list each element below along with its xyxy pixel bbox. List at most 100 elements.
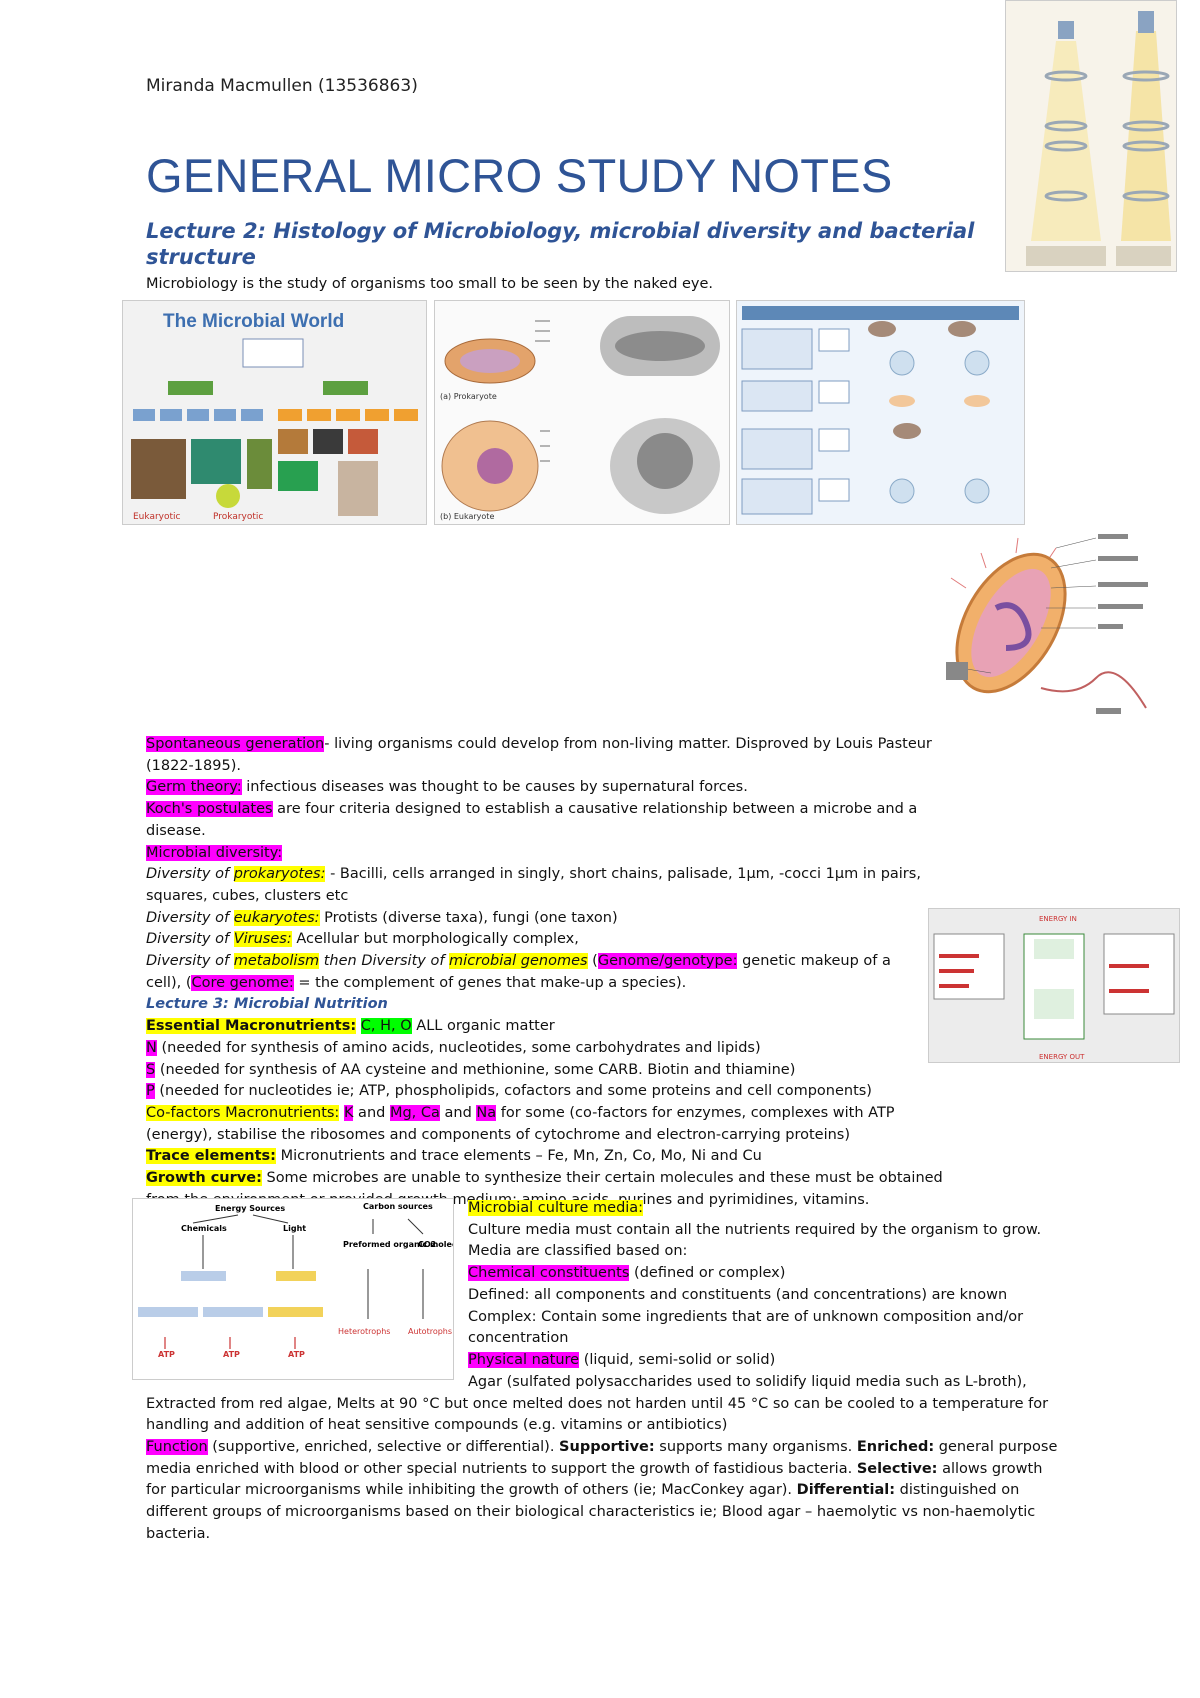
atp-label-2: ATP [223, 1350, 240, 1359]
function-note: Function (supportive, enriched, selectiv… [146, 1437, 1066, 1546]
lecture2-notes: Spontaneous generation- living organisms… [146, 734, 956, 1211]
energy-carbon-sources-image: Energy Sources Chemicals Light Carbon so… [132, 1198, 476, 1380]
energy-sources-label: Energy Sources [215, 1204, 285, 1213]
k-term: K [343, 1104, 354, 1121]
genotype-text: genetic makeup of a cell), ( [146, 953, 891, 991]
defined-note: Defined: all components and constituents… [468, 1286, 1008, 1303]
microscope-comparison-image [1005, 0, 1177, 272]
germ-theory-note: Germ theory: infectious diseases was tho… [146, 777, 956, 799]
function-term: Function [146, 1439, 208, 1455]
lecture2-heading: Lecture 2: Histology of Microbiology, mi… [146, 219, 975, 269]
prokaryotes-text: - Bacilli, cells arranged in singly, sho… [146, 866, 921, 904]
atp-label-1: ATP [158, 1350, 175, 1359]
cofactors-text: for some (co-factors for enzymes, comple… [146, 1104, 895, 1143]
chemicals-label: Chemicals [181, 1224, 227, 1233]
trace-text: Micronutrients and trace elements – Fe, … [275, 1148, 762, 1165]
atp-label-3: ATP [288, 1350, 305, 1359]
na-term: Na [476, 1104, 497, 1121]
light-label: Light [283, 1224, 306, 1233]
germ-theory-term: Germ theory: [146, 779, 242, 796]
viruses-note: Diversity of Viruses: Acellular but morp… [146, 929, 956, 951]
chemical-constituents-note: Chemical constituents (defined or comple… [468, 1263, 1068, 1285]
n-note: N (needed for synthesis of amino acids, … [146, 1038, 956, 1060]
viruses-pre: Diversity of [146, 931, 234, 948]
genomes-open: ( [587, 953, 598, 970]
supportive-term: Supportive: [559, 1439, 655, 1455]
spontaneous-generation-term: Spontaneous generation [146, 736, 325, 752]
label-eukaryotic: Eukaryotic [133, 512, 181, 522]
cofactors-note: Co-factors Macronutrients: K and Mg, Ca … [146, 1103, 956, 1146]
trace-term: Trace elements: [146, 1148, 276, 1165]
microbial-diversity-note: Microbial diversity: [146, 843, 956, 865]
cell-structure-image: (a) Prokaryote (b) Eukaryote [434, 300, 730, 525]
document-title: GENERAL MICRO STUDY NOTES [146, 149, 893, 202]
preformed-label: Preformed organic molecules [343, 1240, 453, 1249]
viruses-term: Viruses: [233, 931, 292, 948]
s-text: (needed for synthesis of AA cysteine and… [155, 1061, 796, 1078]
germ-theory-text: infectious diseases was thought to be ca… [241, 779, 748, 796]
chemical-term: Chemical constituents [468, 1265, 630, 1282]
function-text: (supportive, enriched, selective or diff… [207, 1439, 560, 1455]
chemical-text: (defined or complex) [629, 1265, 786, 1282]
eukaryotes-note: Diversity of eukaryotes: Protists (diver… [146, 908, 956, 930]
trace-note: Trace elements: Micronutrients and trace… [146, 1146, 956, 1168]
p-note: P (needed for nucleotides ie; ATP, phosp… [146, 1081, 956, 1103]
label-prokaryote: (a) Prokaryote [440, 392, 497, 401]
enriched-text: general purpose media enriched with bloo… [146, 1439, 1058, 1477]
metabolism-mid: then Diversity of [319, 953, 450, 970]
essential-text: ALL organic matter [411, 1018, 555, 1035]
complex-note: Complex: Contain some ingredients that a… [468, 1308, 1024, 1347]
microbial-world-image: The Microbial World Eukaryotic Prokaryot… [122, 300, 427, 525]
mgca-term: Mg, Ca [389, 1104, 440, 1121]
intro-text: Microbiology is the study of organisms t… [146, 276, 714, 292]
supportive-text: supports many organisms. [654, 1439, 857, 1455]
viruses-text: Acellular but morphologically complex, [291, 931, 579, 948]
n-text: (needed for synthesis of amino acids, nu… [156, 1039, 761, 1056]
bacterial-cell-image [946, 528, 1161, 740]
cofactors-term: Co-factors Macronutrients: [146, 1104, 340, 1121]
carbon-sources-label: Carbon sources [363, 1202, 433, 1211]
s-term: S [146, 1061, 156, 1078]
spontaneous-generation-text: - living organisms could develop from no… [146, 736, 932, 774]
core-genome-text: = the complement of genes that make-up a… [293, 974, 687, 991]
growth-term: Growth curve: [146, 1170, 262, 1187]
koch-term: Koch's postulates [146, 801, 273, 818]
and-2: and [439, 1104, 477, 1121]
s-note: S (needed for synthesis of AA cysteine a… [146, 1060, 956, 1082]
eukaryotes-term: eukaryotes: [233, 909, 320, 926]
genomes-term: microbial genomes [449, 953, 588, 970]
core-genome-term: Core genome: [191, 974, 294, 991]
eukaryotes-text: Protists (diverse taxa), fungi (one taxo… [319, 909, 618, 926]
and-1: and [353, 1104, 390, 1121]
p-text: (needed for nucleotides ie; ATP, phospho… [154, 1083, 872, 1100]
essential-term: Essential Macronutrients: [146, 1018, 357, 1035]
autotrophs-label: Autotrophs [408, 1327, 452, 1336]
koch-note: Koch's postulates are four criteria desi… [146, 799, 956, 842]
culture-media-section: Microbial culture media: Culture media m… [468, 1198, 1068, 1372]
label-prokaryotic: Prokaryotic [213, 512, 263, 522]
metabolism-note: Diversity of metabolism then Diversity o… [146, 951, 906, 994]
enriched-term: Enriched: [856, 1439, 935, 1455]
selective-term: Selective: [856, 1460, 938, 1477]
author-name: Miranda Macmullen (13536863) [146, 76, 418, 96]
svg-text:ENERGY IN: ENERGY IN [1039, 915, 1077, 923]
microbial-world-title: The Microbial World [163, 311, 344, 332]
lecture3-heading: Lecture 3: Microbial Nutrition [146, 996, 388, 1013]
svg-text:ENERGY OUT: ENERGY OUT [1039, 1053, 1085, 1061]
koch-text: are four criteria designed to establish … [146, 801, 918, 839]
essential-macronutrients-note: Essential Macronutrients: C, H, O ALL or… [146, 1016, 956, 1038]
n-term: N [146, 1039, 157, 1056]
energy-metabolism-image: ENERGY IN ENERGY OUT [928, 908, 1180, 1063]
metabolism-pre: Diversity of [146, 953, 234, 970]
heterotrophs-label: Heterotrophs [338, 1327, 390, 1336]
physical-text: (liquid, semi-solid or solid) [579, 1351, 776, 1368]
prokaryotes-note: Diversity of prokaryotes: - Bacilli, cel… [146, 864, 956, 907]
physical-term: Physical nature [468, 1351, 580, 1368]
spontaneous-generation-note: Spontaneous generation- living organisms… [146, 734, 956, 777]
culture-media-heading: Microbial culture media: [468, 1200, 644, 1216]
cho-term: C, H, O [360, 1018, 412, 1035]
agar-note: Agar (sulfated polysaccharides used to s… [146, 1374, 1049, 1434]
koch-postulates-image [736, 300, 1025, 525]
prokaryotes-term: prokaryotes: [233, 866, 326, 883]
metabolism-term: metabolism [233, 953, 320, 970]
